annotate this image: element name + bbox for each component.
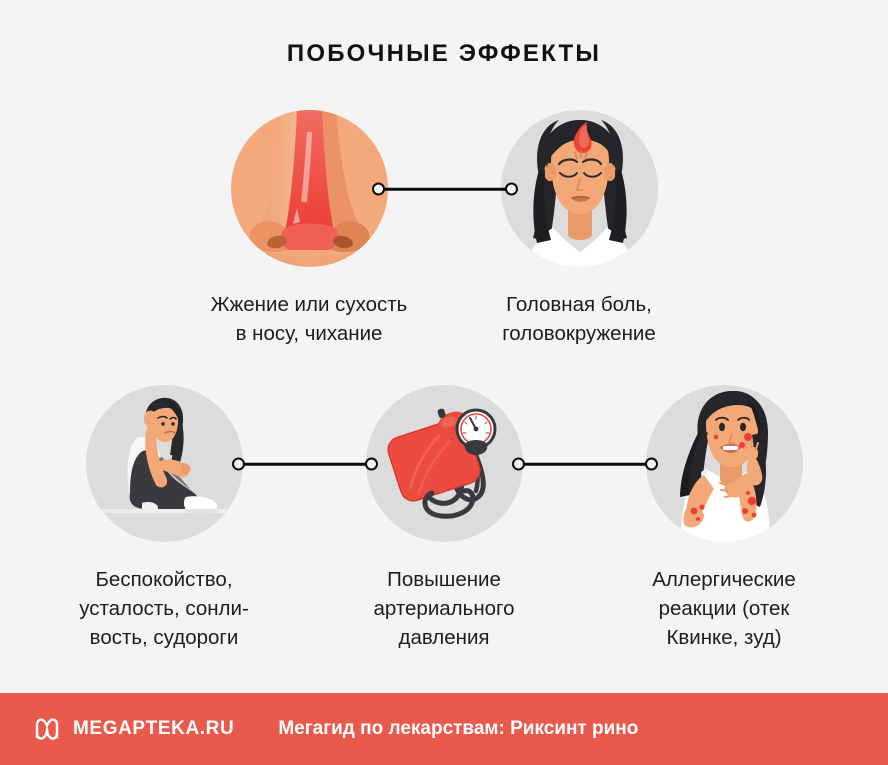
footer-tagline: Мегагид по лекарствам: Риксинт рино: [278, 718, 639, 739]
connector-3: [512, 456, 658, 472]
footer-logo-text: MEGAPTEKA.RU: [73, 718, 235, 739]
connector-2: [232, 456, 378, 472]
node-headache: Головная боль, головокружение: [500, 110, 658, 348]
woman-headache-icon: [500, 110, 658, 267]
page-title: ПОБОЧНЫЕ ЭФФЕКТЫ: [286, 40, 602, 67]
caption-blood-pressure: Повышение артериального давления: [373, 568, 515, 649]
connector-knob-left: [512, 457, 525, 471]
node-anxiety-fatigue: Беспокойство, усталость, сонли- вость, с…: [79, 385, 249, 652]
connector-line: [238, 462, 372, 466]
connector-knob-right: [645, 457, 658, 471]
caption-allergic-reactions: Аллергические реакции (отек Квинке, зуд): [652, 568, 796, 649]
woman-rash-icon: [645, 385, 803, 542]
connector-knob-left: [232, 457, 245, 471]
node-allergic-reactions: Аллергические реакции (отек Квинке, зуд): [645, 385, 803, 652]
caption-nose-irritation: Жжение или сухость в носу, чихание: [210, 293, 408, 345]
node-nose-irritation: Жжение или сухость в носу, чихание: [211, 110, 407, 348]
megapteka-m-logo-icon: [33, 715, 61, 743]
caption-headache: Головная боль, головокружение: [502, 293, 656, 345]
connector-knob-right: [505, 182, 518, 196]
connector-line: [378, 187, 512, 191]
connector-knob-left: [372, 182, 385, 196]
side-effects-row-top: Жжение или сухость в носу, чихание: [0, 110, 888, 348]
node-blood-pressure: Повышение артериального давления: [365, 385, 523, 652]
connector-knob-right: [365, 457, 378, 471]
seated-anxious-person-icon: [85, 385, 243, 542]
blood-pressure-cuff-icon: [365, 385, 523, 542]
caption-anxiety-fatigue: Беспокойство, усталость, сонли- вость, с…: [79, 568, 249, 649]
irritated-nose-icon: [230, 110, 388, 267]
side-effects-row-bottom: Беспокойство, усталость, сонли- вость, с…: [0, 385, 888, 652]
connector-line: [518, 462, 652, 466]
connector-1: [372, 181, 518, 197]
footer-bar: MEGAPTEKA.RU Мегагид по лекарствам: Рикс…: [0, 693, 888, 765]
